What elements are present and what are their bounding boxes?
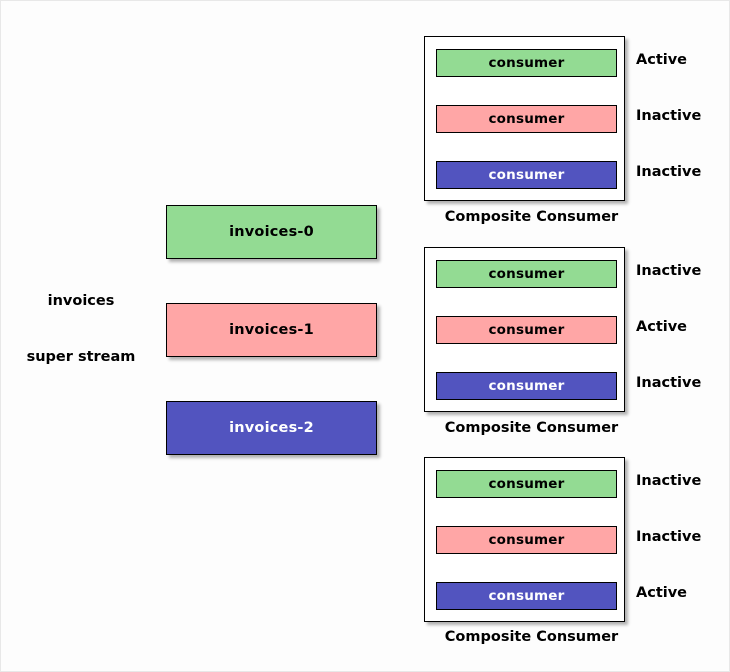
consumer-status-label: Active [636,585,688,601]
consumer-row: consumer Inactive [425,526,701,554]
super-stream-name-label: invoices [47,293,115,309]
composite-consumer-group-2[interactable]: consumer Inactive consumer Active consum… [424,247,701,412]
partition-label: invoices-1 [229,322,314,338]
consumer-box[interactable]: consumer [436,49,617,77]
consumer-row: consumer Active [425,49,687,77]
consumer-label: consumer [488,476,565,492]
consumer-row: consumer Inactive [425,372,701,400]
consumer-row: consumer Inactive [425,105,701,133]
consumer-status-label: Inactive [636,108,702,124]
consumer-row: consumer Inactive [425,260,701,288]
consumer-status-label: Inactive [636,263,702,279]
consumer-row: consumer Active [425,316,687,344]
consumer-label: consumer [488,111,565,127]
partition-label: invoices-0 [229,224,314,240]
consumer-status-label: Inactive [636,529,702,545]
consumer-label: consumer [488,378,565,394]
consumer-row: consumer Inactive [425,470,701,498]
consumer-box[interactable]: consumer [436,105,617,133]
consumer-status-label: Active [636,52,688,68]
consumer-label: consumer [488,266,565,282]
consumer-label: consumer [488,532,565,548]
consumer-label: consumer [488,55,565,71]
consumer-box[interactable]: consumer [436,526,617,554]
composite-consumer-caption: Composite Consumer [444,420,619,436]
consumer-box[interactable]: consumer [436,316,617,344]
consumer-status-label: Inactive [636,473,702,489]
partition-label: invoices-2 [229,420,314,436]
consumer-label: consumer [488,167,565,183]
consumer-box[interactable]: consumer [436,470,617,498]
composite-consumer-caption: Composite Consumer [444,209,619,225]
consumer-status-label: Inactive [636,164,702,180]
super-stream-kind-label: super stream [26,349,136,365]
consumer-row: consumer Active [425,582,687,610]
consumer-box[interactable]: consumer [436,582,617,610]
partition-box-invoices-0[interactable]: invoices-0 [166,205,377,259]
consumer-status-label: Inactive [636,375,702,391]
consumer-box[interactable]: consumer [436,260,617,288]
consumer-box[interactable]: consumer [436,161,617,189]
consumer-row: consumer Inactive [425,161,701,189]
consumer-box[interactable]: consumer [436,372,617,400]
consumer-label: consumer [488,588,565,604]
composite-consumer-group-1[interactable]: consumer Active consumer Inactive consum… [424,36,701,201]
partition-box-invoices-2[interactable]: invoices-2 [166,401,377,455]
composite-consumer-caption: Composite Consumer [444,629,619,645]
partition-box-invoices-1[interactable]: invoices-1 [166,303,377,357]
consumer-status-label: Active [636,319,688,335]
composite-consumer-group-3[interactable]: consumer Inactive consumer Inactive cons… [424,457,701,622]
consumer-label: consumer [488,322,565,338]
